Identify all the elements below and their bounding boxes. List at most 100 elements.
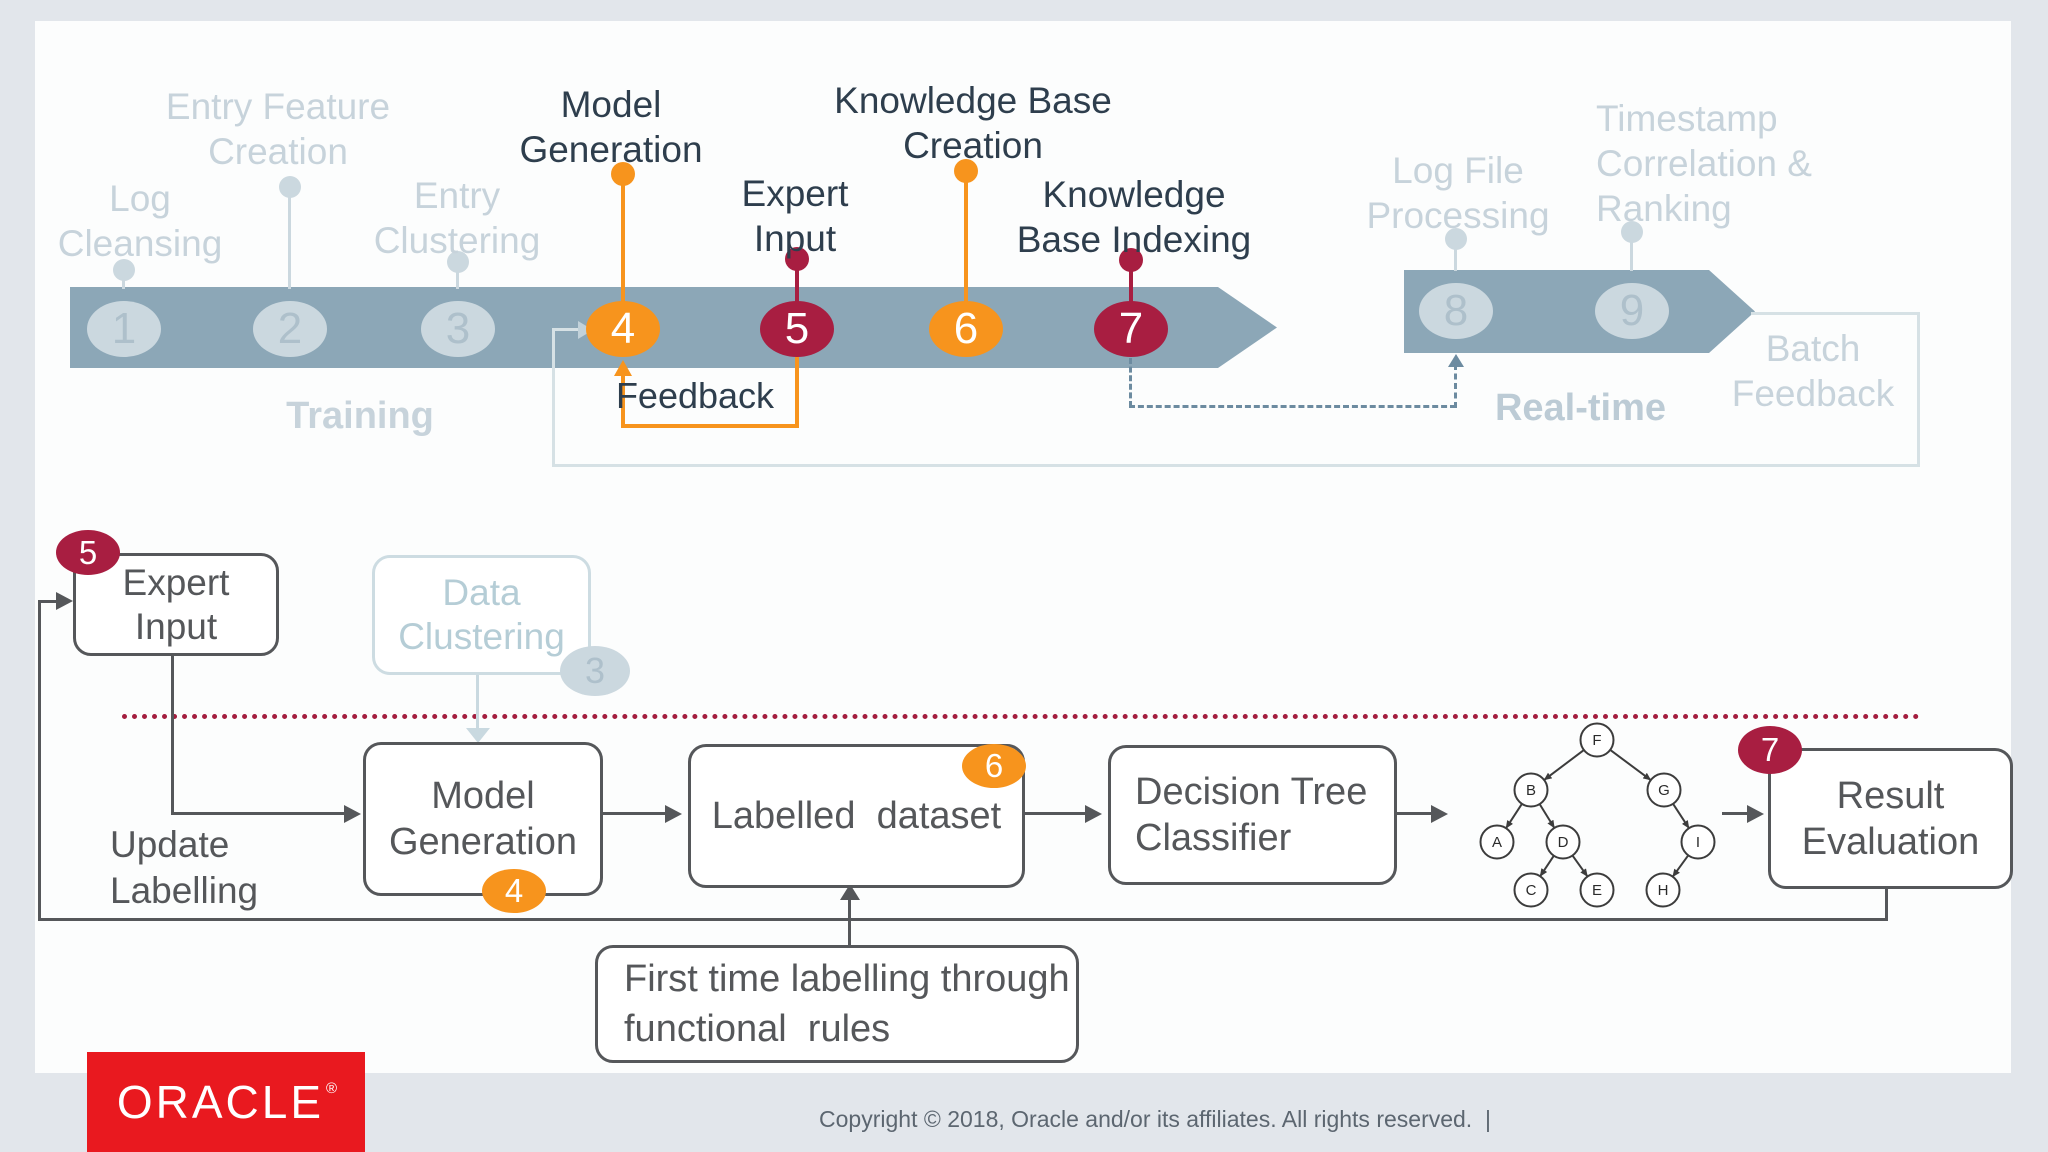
data-clustering-box: Data Clustering xyxy=(372,555,591,675)
expert-to-model-vertical xyxy=(171,650,174,815)
step-label-timestamp-correlation-ranking: Timestamp Correlation & Ranking xyxy=(1596,98,1812,229)
step9-dot xyxy=(1621,221,1643,243)
expert-to-model-horizontal xyxy=(171,812,345,815)
expert-input-badge: 5 xyxy=(56,530,120,575)
model-to-dataset-line xyxy=(597,812,666,815)
tree-node-b: B xyxy=(1526,782,1536,799)
step7-stem xyxy=(1129,260,1133,315)
step-circle-3: 3 xyxy=(421,301,495,357)
expert-input-box-label: Expert Input xyxy=(122,561,230,647)
labelled-dataset-badge: 6 xyxy=(962,744,1026,788)
step6-stem xyxy=(964,171,968,315)
step6-dot xyxy=(954,159,978,183)
step-label-entry-feature-creation: Entry Feature Creation xyxy=(165,86,391,172)
step5-dot xyxy=(785,247,809,271)
tree-to-result-arrowhead-icon xyxy=(1747,805,1764,823)
step-circle-7: 7 xyxy=(1094,301,1168,357)
step-label-log-file-processing: Log File Processing xyxy=(1366,150,1550,236)
training-realtime-divider xyxy=(122,714,1920,719)
firsttime-to-dataset-arrowhead-icon xyxy=(840,884,860,900)
step2-stem xyxy=(288,187,291,289)
clustering-to-model-arrowhead-icon xyxy=(466,728,490,743)
feedback-line-bottom xyxy=(621,424,799,428)
step-number: 6 xyxy=(953,304,979,353)
tree-to-result-line xyxy=(1722,812,1748,815)
data-clustering-box-label: Data Clustering xyxy=(398,572,565,657)
step9-stem xyxy=(1630,232,1633,271)
model-generation-box-label: Model Generation xyxy=(388,775,577,863)
model-generation-box: Model Generation xyxy=(363,742,603,896)
step-number: 5 xyxy=(784,304,810,353)
step-number: 3 xyxy=(445,304,471,353)
dataset-to-classifier-arrowhead-icon xyxy=(1085,805,1102,823)
step-number: 4 xyxy=(610,304,636,353)
expert-to-model-arrowhead-icon xyxy=(344,805,361,823)
step-number: 8 xyxy=(1443,286,1469,335)
classifier-to-tree-arrowhead-icon xyxy=(1431,805,1448,823)
oracle-logo: ORACLE® xyxy=(87,1052,365,1152)
first-time-labelling-box-label: First time labelling through functional … xyxy=(624,958,1070,1050)
step-circle-4: 4 xyxy=(586,301,660,357)
dashed-connector-arrowhead-icon xyxy=(1448,354,1464,367)
batch-loop-left xyxy=(552,330,555,467)
step-circle-9: 9 xyxy=(1595,283,1669,339)
tree-node-c: C xyxy=(1526,882,1537,899)
step-circle-2: 2 xyxy=(253,301,327,357)
step5-stem xyxy=(795,259,799,315)
result-evaluation-box-label: Result Evaluation xyxy=(1801,774,1980,863)
decision-tree-classifier-box: Decision Tree Classifier xyxy=(1108,745,1397,885)
tree-node-g: G xyxy=(1658,782,1670,799)
tree-node-d: D xyxy=(1558,834,1569,851)
step2-dot xyxy=(279,176,301,198)
decision-tree-graphic: F B G A D I C E H xyxy=(1479,722,1716,908)
copyright-text: Copyright © 2018, Oracle and/or its affi… xyxy=(819,1106,1491,1132)
step8-dot xyxy=(1445,228,1467,250)
dataset-to-classifier-line xyxy=(1019,812,1086,815)
decision-tree-classifier-box-label: Decision Tree Classifier xyxy=(1135,771,1368,859)
step-label-log-cleansing: Log Cleansing xyxy=(57,178,223,264)
loop-line-stub xyxy=(38,600,56,603)
batch-feedback-label: Batch Feedback xyxy=(1731,328,1895,414)
feedback-label: Feedback xyxy=(615,375,775,416)
badge-number: 7 xyxy=(1760,731,1780,768)
training-phase-label: Training xyxy=(286,395,434,437)
step4-stem xyxy=(621,174,625,314)
dashed-connector-up xyxy=(1454,364,1457,408)
registered-mark-icon: ® xyxy=(326,1079,338,1097)
step4-dot xyxy=(611,162,635,186)
step7-dot xyxy=(1119,248,1143,272)
step1-dot xyxy=(113,259,135,281)
loop-line-right-vertical xyxy=(1885,883,1888,921)
feedback-line-up xyxy=(621,376,625,428)
loop-line-left-vertical xyxy=(38,600,41,921)
step-label-expert-input: Expert Input xyxy=(741,173,849,259)
step-label-model-generation: Model Generation xyxy=(519,84,703,170)
first-time-labelling-box: First time labelling through functional … xyxy=(595,945,1079,1063)
classifier-to-tree-line xyxy=(1397,812,1432,815)
clustering-to-model-line xyxy=(476,669,479,730)
labelled-dataset-box-label: Labelled dataset xyxy=(711,795,1002,837)
badge-number: 4 xyxy=(504,872,524,909)
step-label-entry-clustering: Entry Clustering xyxy=(373,175,541,261)
step-label-knowledge-base-creation: Knowledge Base Creation xyxy=(834,80,1112,166)
step-circle-8: 8 xyxy=(1419,283,1493,339)
step-number: 7 xyxy=(1118,304,1144,353)
step3-dot xyxy=(447,251,469,273)
dashed-connector-across xyxy=(1129,405,1456,408)
data-clustering-badge: 3 xyxy=(560,646,630,696)
batch-loop-stub xyxy=(552,328,580,331)
result-evaluation-badge: 7 xyxy=(1738,726,1802,774)
realtime-phase-label: Real-time xyxy=(1494,387,1667,429)
batch-loop-right xyxy=(1917,312,1920,467)
badge-number: 5 xyxy=(78,533,98,571)
firsttime-to-dataset-line xyxy=(848,898,851,947)
step-label-knowledge-base-indexing: Knowledge Base Indexing xyxy=(1016,174,1252,260)
tree-node-e: E xyxy=(1592,882,1602,899)
dashed-connector-down xyxy=(1129,358,1132,407)
oracle-logo-text: ORACLE xyxy=(116,1076,325,1128)
feedback-arrowhead-icon xyxy=(614,360,632,376)
loop-line-bottom xyxy=(38,918,1888,921)
model-to-dataset-arrowhead-icon xyxy=(665,805,682,823)
step-circle-1: 1 xyxy=(87,301,161,357)
